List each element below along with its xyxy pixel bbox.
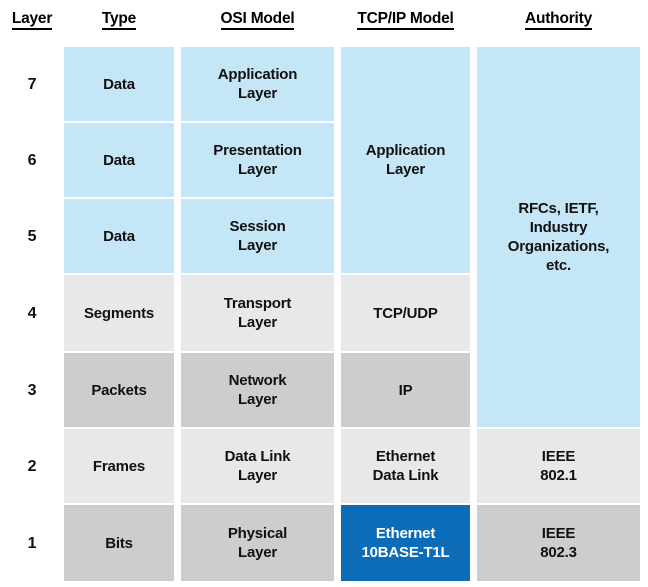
osi-layer-3-line-1: Network <box>228 372 287 389</box>
type-cell-layer-4: Segments <box>64 275 174 351</box>
authority-merged-line-3: Organizations, <box>507 238 610 255</box>
type-cell-layer-3: Packets <box>64 353 174 427</box>
authority-layer-1-line-2: 802.3 <box>540 544 577 561</box>
osi-cell-layer-1: Physical Layer <box>181 505 334 581</box>
tcpip-layer-2-line-2: Data Link <box>372 467 439 484</box>
layer-number-2: 2 <box>27 457 37 475</box>
tcpip-cell-application-layer-merged: Application Layer <box>341 47 470 273</box>
layer-number-7: 7 <box>27 75 37 93</box>
layer-number-6: 6 <box>27 151 37 169</box>
column-header-type: Type <box>64 10 174 30</box>
osi-layer-1-line-1: Physical <box>227 525 288 542</box>
osi-layer-4-line-2: Layer <box>237 314 277 331</box>
tcpip-layer-1-line-1: Ethernet <box>375 525 436 542</box>
layer-number-5: 5 <box>27 227 37 245</box>
type-cell-layer-1: Bits <box>64 505 174 581</box>
tcpip-layer-2-line-1: Ethernet <box>375 448 436 465</box>
osi-layer-2-line-2: Layer <box>237 467 278 484</box>
tcpip-layer-1-line-2: 10BASE-T1L <box>361 544 450 561</box>
authority-cell-layer-1: IEEE 802.3 <box>477 505 640 581</box>
osi-layer-5-line-1: Session <box>229 218 286 235</box>
type-cell-layer-7: Data <box>64 47 174 121</box>
tcpip-application-line-2: Layer <box>385 161 426 178</box>
authority-cell-merged: RFCs, IETF, Industry Organizations, etc. <box>477 47 640 427</box>
osi-cell-layer-2: Data Link Layer <box>181 429 334 503</box>
osi-cell-layer-5: Session Layer <box>181 199 334 273</box>
column-header-osi-model: OSI Model <box>181 10 334 30</box>
authority-merged-line-4: etc. <box>545 257 572 274</box>
osi-layer-7-line-2: Layer <box>237 85 278 102</box>
tcpip-application-line-1: Application <box>365 142 446 159</box>
layer-number-3: 3 <box>27 381 37 399</box>
column-header-tcpip-model: TCP/IP Model <box>341 10 470 30</box>
tcpip-cell-layer-1-highlighted: Ethernet 10BASE-T1L <box>341 505 470 581</box>
authority-cell-layer-2: IEEE 802.1 <box>477 429 640 503</box>
tcpip-cell-layer-2: Ethernet Data Link <box>341 429 470 503</box>
osi-cell-layer-4: Transport Layer <box>181 275 334 351</box>
authority-layer-2-line-1: IEEE <box>541 448 576 465</box>
osi-cell-layer-3: Network Layer <box>181 353 334 427</box>
osi-cell-layer-6: Presentation Layer <box>181 123 334 197</box>
osi-cell-layer-7: Application Layer <box>181 47 334 121</box>
layer-number-1: 1 <box>27 534 37 552</box>
osi-layer-4-line-1: Transport <box>223 295 292 312</box>
osi-layer-5-line-2: Layer <box>237 237 278 254</box>
authority-merged-line-2: Industry <box>529 219 588 236</box>
type-cell-layer-6: Data <box>64 123 174 197</box>
column-header-authority: Authority <box>477 10 640 30</box>
tcpip-cell-layer-3: IP <box>341 353 470 427</box>
osi-layer-6-line-1: Presentation <box>213 142 302 159</box>
tcpip-cell-layer-4: TCP/UDP <box>341 275 470 351</box>
column-header-layer: Layer <box>0 10 64 30</box>
osi-layer-3-line-2: Layer <box>237 391 278 408</box>
osi-layer-7-line-1: Application <box>217 66 298 83</box>
layer-number-4: 4 <box>27 304 37 322</box>
authority-merged-line-1: RFCs, IETF, <box>518 200 599 217</box>
type-cell-layer-5: Data <box>64 199 174 273</box>
osi-layer-6-line-2: Layer <box>237 161 278 178</box>
osi-layer-2-line-1: Data Link <box>224 448 291 465</box>
osi-layer-1-line-2: Layer <box>237 544 278 561</box>
table-header-row: Layer Type OSI Model TCP/IP Model Author… <box>0 0 648 44</box>
authority-layer-1-line-1: IEEE <box>541 525 576 542</box>
type-cell-layer-2: Frames <box>64 429 174 503</box>
authority-layer-2-line-2: 802.1 <box>540 467 577 484</box>
